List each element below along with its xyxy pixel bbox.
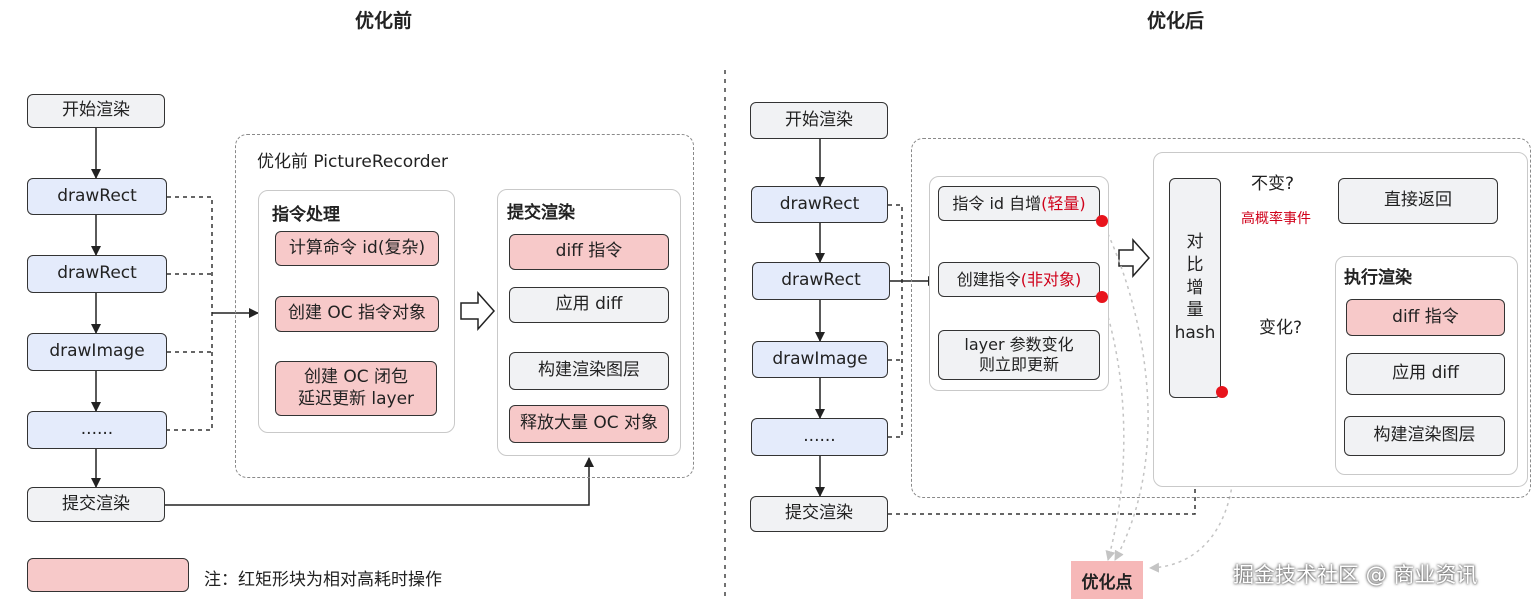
create-oc-closure-line2: 延迟更新 layer bbox=[297, 388, 415, 409]
right-diff-command-node: diff 指令 bbox=[1346, 299, 1505, 336]
compute-command-id-node: 计算命令 id(复杂) bbox=[275, 231, 439, 266]
left-title: 优化前 bbox=[355, 10, 413, 32]
right-draw-image-node: drawImage bbox=[752, 341, 888, 378]
right-draw-rect-node-1: drawRect bbox=[751, 186, 888, 223]
hash-char: 量 bbox=[1186, 300, 1204, 321]
non-object-highlight: (非对象) bbox=[1020, 269, 1082, 289]
hash-char: 对 bbox=[1186, 231, 1204, 252]
release-oc-objects-node: 释放大量 OC 对象 bbox=[509, 405, 669, 443]
create-command-text: 创建指令 bbox=[956, 269, 1021, 289]
immediate-layer-update-node: layer 参数变化 则立即更新 bbox=[938, 330, 1100, 380]
optimization-marker-dot bbox=[1096, 291, 1108, 303]
left-start-render-node: 开始渲染 bbox=[27, 94, 165, 128]
optimization-marker-dot bbox=[1216, 386, 1228, 398]
left-apply-diff-node: 应用 diff bbox=[509, 287, 669, 323]
execute-render-title: 执行渲染 bbox=[1344, 268, 1412, 288]
picture-recorder-title: 优化前 PictureRecorder bbox=[257, 152, 449, 172]
update-immediately-line: 则立即更新 bbox=[978, 355, 1059, 374]
left-submit-render-node: 提交渲染 bbox=[27, 487, 165, 522]
create-oc-command-object-node: 创建 OC 指令对象 bbox=[275, 296, 439, 332]
right-build-render-layer-node: 构建渲染图层 bbox=[1344, 416, 1505, 456]
lightweight-highlight: (轻量) bbox=[1041, 193, 1086, 213]
create-oc-closure-node: 创建 OC 闭包 延迟更新 layer bbox=[275, 361, 437, 416]
hash-char: hash bbox=[1174, 323, 1216, 344]
right-submit-render-node: 提交渲染 bbox=[750, 496, 888, 532]
increment-command-id-text: 指令 id 自增 bbox=[952, 193, 1042, 213]
hash-char: 增 bbox=[1186, 277, 1204, 298]
optimization-marker-dot bbox=[1096, 215, 1108, 227]
increment-command-id-node: 指令 id 自增(轻量) bbox=[938, 186, 1100, 221]
create-oc-closure-line1: 创建 OC 闭包 bbox=[303, 367, 409, 388]
incremental-hash-compare-node: 对 比 增 量 hash bbox=[1169, 178, 1221, 398]
high-probability-label: 高概率事件 bbox=[1241, 211, 1311, 227]
right-apply-diff-node: 应用 diff bbox=[1346, 353, 1505, 395]
unchanged-label: 不变? bbox=[1251, 174, 1295, 194]
right-title: 优化后 bbox=[1147, 10, 1205, 32]
optimized-recorder-panel bbox=[911, 138, 1531, 498]
left-submit-render-title: 提交渲染 bbox=[507, 203, 575, 223]
command-processing-title: 指令处理 bbox=[272, 205, 340, 225]
left-ellipsis-node: ...... bbox=[27, 411, 167, 449]
layer-param-change-line: layer 参数变化 bbox=[964, 335, 1074, 354]
left-draw-rect-node-1: drawRect bbox=[27, 178, 167, 215]
hash-char: 比 bbox=[1186, 254, 1204, 275]
legend-text: 注：红矩形块为相对高耗时操作 bbox=[204, 570, 442, 590]
legend-swatch bbox=[27, 558, 189, 592]
left-build-render-layer-node: 构建渲染图层 bbox=[509, 352, 669, 390]
right-start-render-node: 开始渲染 bbox=[750, 102, 888, 139]
create-non-object-command-node: 创建指令(非对象) bbox=[938, 262, 1100, 297]
changed-label: 变化? bbox=[1259, 318, 1303, 338]
picture-recorder-panel bbox=[235, 134, 694, 478]
left-draw-rect-node-2: drawRect bbox=[27, 255, 167, 293]
left-draw-image-node: drawImage bbox=[27, 333, 167, 371]
watermark: 掘金技术社区 @ 商业资讯 bbox=[1233, 563, 1478, 587]
right-draw-rect-node-2: drawRect bbox=[752, 262, 890, 300]
right-ellipsis-node: ...... bbox=[751, 418, 888, 456]
direct-return-node: 直接返回 bbox=[1338, 178, 1498, 224]
optimization-point-label: 优化点 bbox=[1071, 561, 1143, 599]
left-diff-command-node: diff 指令 bbox=[509, 234, 669, 270]
